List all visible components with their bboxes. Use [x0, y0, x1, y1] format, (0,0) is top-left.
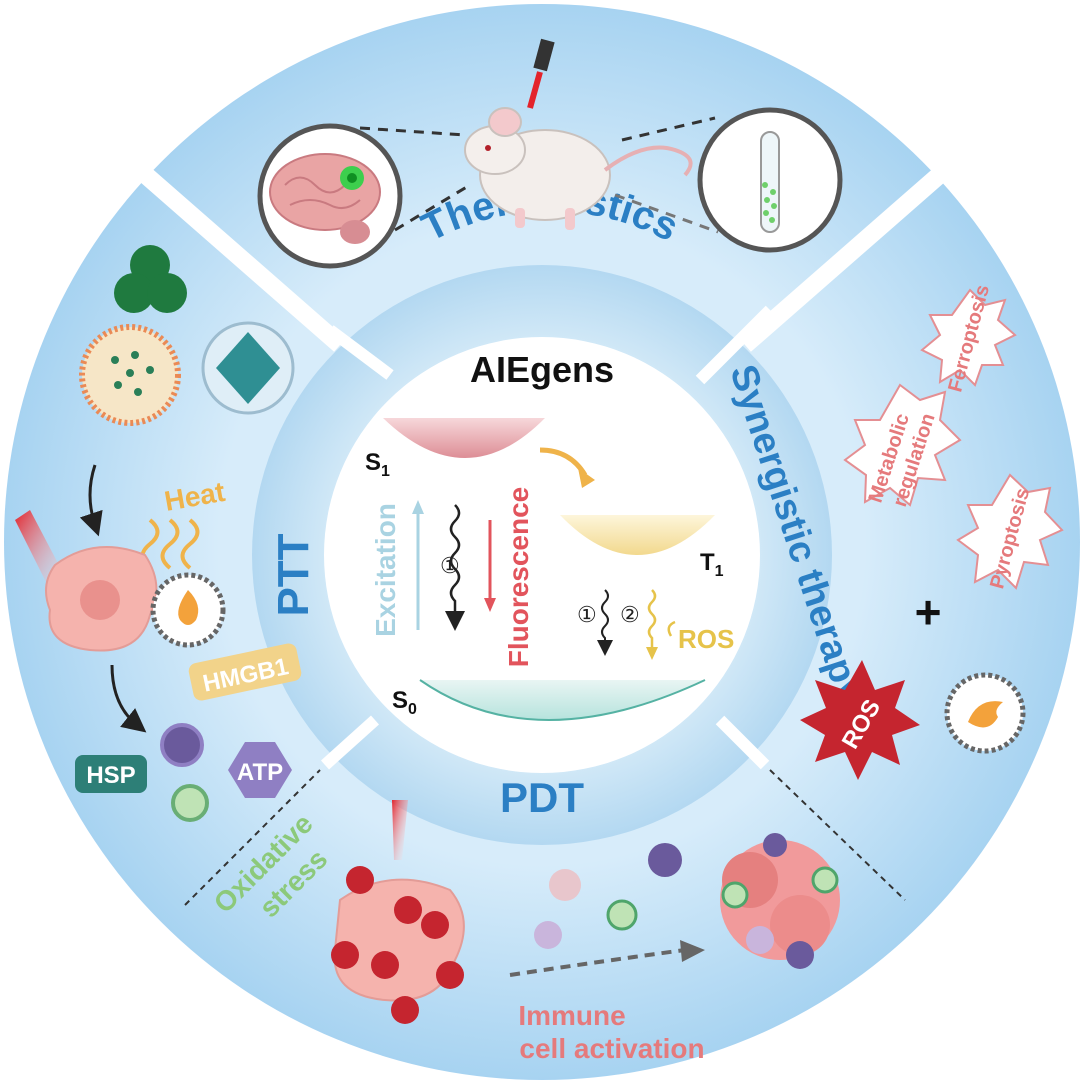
mouse-tail-icon: [603, 145, 693, 177]
zoom-line-left-2: [394, 183, 471, 232]
tumor-nucleus-icon: [80, 580, 120, 620]
crystal-lattice-icon: [216, 332, 280, 404]
t1-state-label: T1: [700, 549, 724, 580]
step-1-center: ①: [440, 553, 460, 578]
center-title: AIEgens: [470, 349, 614, 390]
atp-badge: [228, 742, 292, 798]
wavy-t1-2-head: [646, 647, 658, 660]
damaged-cell-icon: [333, 878, 465, 1002]
hmgb1-badge: [188, 643, 302, 701]
s0-curve: [420, 680, 705, 720]
immune-cell-green-icon: [606, 899, 638, 931]
step-1-t1: ①: [577, 602, 597, 627]
immune-activation-arrow-head: [680, 940, 705, 962]
ptt-label: PTT: [269, 533, 318, 616]
wavy-t1-2: [647, 589, 657, 648]
mouse-leg-icon: [515, 208, 525, 228]
tube-particles-icon: [762, 182, 777, 223]
metabolic-burst: [843, 383, 962, 507]
ptt-arrow-1: [79, 464, 103, 537]
mouse-ear-icon: [488, 107, 522, 137]
t1-curve: [560, 515, 715, 555]
t-cell-icon: [171, 784, 209, 822]
divider-right: [769, 769, 906, 901]
ros-burst-icon: [800, 660, 920, 780]
isc-arrow-head: [578, 468, 595, 488]
immune-label-1: Immune: [518, 1000, 625, 1031]
s0-state-label: S0: [392, 687, 417, 718]
excitation-arrow-head: [412, 500, 424, 514]
inner-ring-separators: [320, 305, 775, 770]
immune-cell-pink-icon: [549, 869, 581, 901]
nanoparticle-cluster-icon: [114, 245, 187, 313]
synergy-fire-icon: [968, 701, 1003, 728]
pdt-laser-icon: [392, 800, 408, 860]
excitation-label: Excitation: [370, 503, 401, 637]
panel-separators: [134, 163, 951, 352]
immune-activation-arrow: [509, 948, 686, 977]
s1-state-label: S1: [365, 449, 390, 480]
zoom-line-right-2: [614, 193, 719, 234]
plus-sign: +: [915, 586, 942, 638]
tumor-core-icon: [347, 173, 357, 183]
pdt-label: PDT: [500, 774, 584, 821]
s1-curve: [383, 418, 545, 458]
brain-stem-icon: [340, 220, 370, 244]
theranostics-panel: [257, 38, 843, 269]
mouse-leg-icon-2: [565, 208, 575, 230]
ros-curl: [667, 620, 676, 637]
fluorescence-arrow-head: [484, 598, 496, 612]
hsp-label: HSP: [86, 762, 135, 789]
immune-cell-dendritic-icon: [648, 843, 682, 877]
ros-burst-icons: [331, 866, 464, 1024]
mouse-eye-icon: [485, 145, 491, 151]
liposome-cargo-icon: [111, 351, 154, 396]
synergy-panel: Ferroptosis Metabolic regulation Pyropto…: [800, 282, 1064, 780]
laser-beam-icon: [527, 71, 543, 109]
step-2-t1: ②: [620, 602, 640, 627]
brain-fold-icon: [284, 176, 361, 210]
ptt-panel: Heat HMGB1 HSP ATP: [15, 245, 302, 822]
dendritic-cell-icon: [160, 723, 204, 767]
pyroptosis-burst: [956, 473, 1064, 590]
wavy-t1-1: [597, 589, 613, 656]
s0-line: [419, 679, 706, 721]
fire-icon: [178, 590, 199, 625]
ferroptosis-burst: [920, 288, 1017, 387]
laser-probe-icon: [533, 38, 555, 72]
zoom-line-right-1: [621, 116, 716, 142]
tumor-infiltrated-icon: [720, 833, 840, 969]
test-tube-icon: [760, 131, 780, 233]
divider-left: [184, 769, 321, 906]
ptt-arrow-2: [110, 664, 147, 733]
atp-label: ATP: [237, 759, 283, 786]
immune-cell-purple-icon: [534, 921, 562, 949]
wavy-ic-arrow: [445, 504, 465, 631]
center-ros-label: ROS: [678, 624, 734, 654]
fluorescence-label: Fluorescence: [503, 487, 534, 668]
hsp-badge: [75, 755, 147, 793]
immune-label-2: cell activation: [519, 1033, 704, 1064]
